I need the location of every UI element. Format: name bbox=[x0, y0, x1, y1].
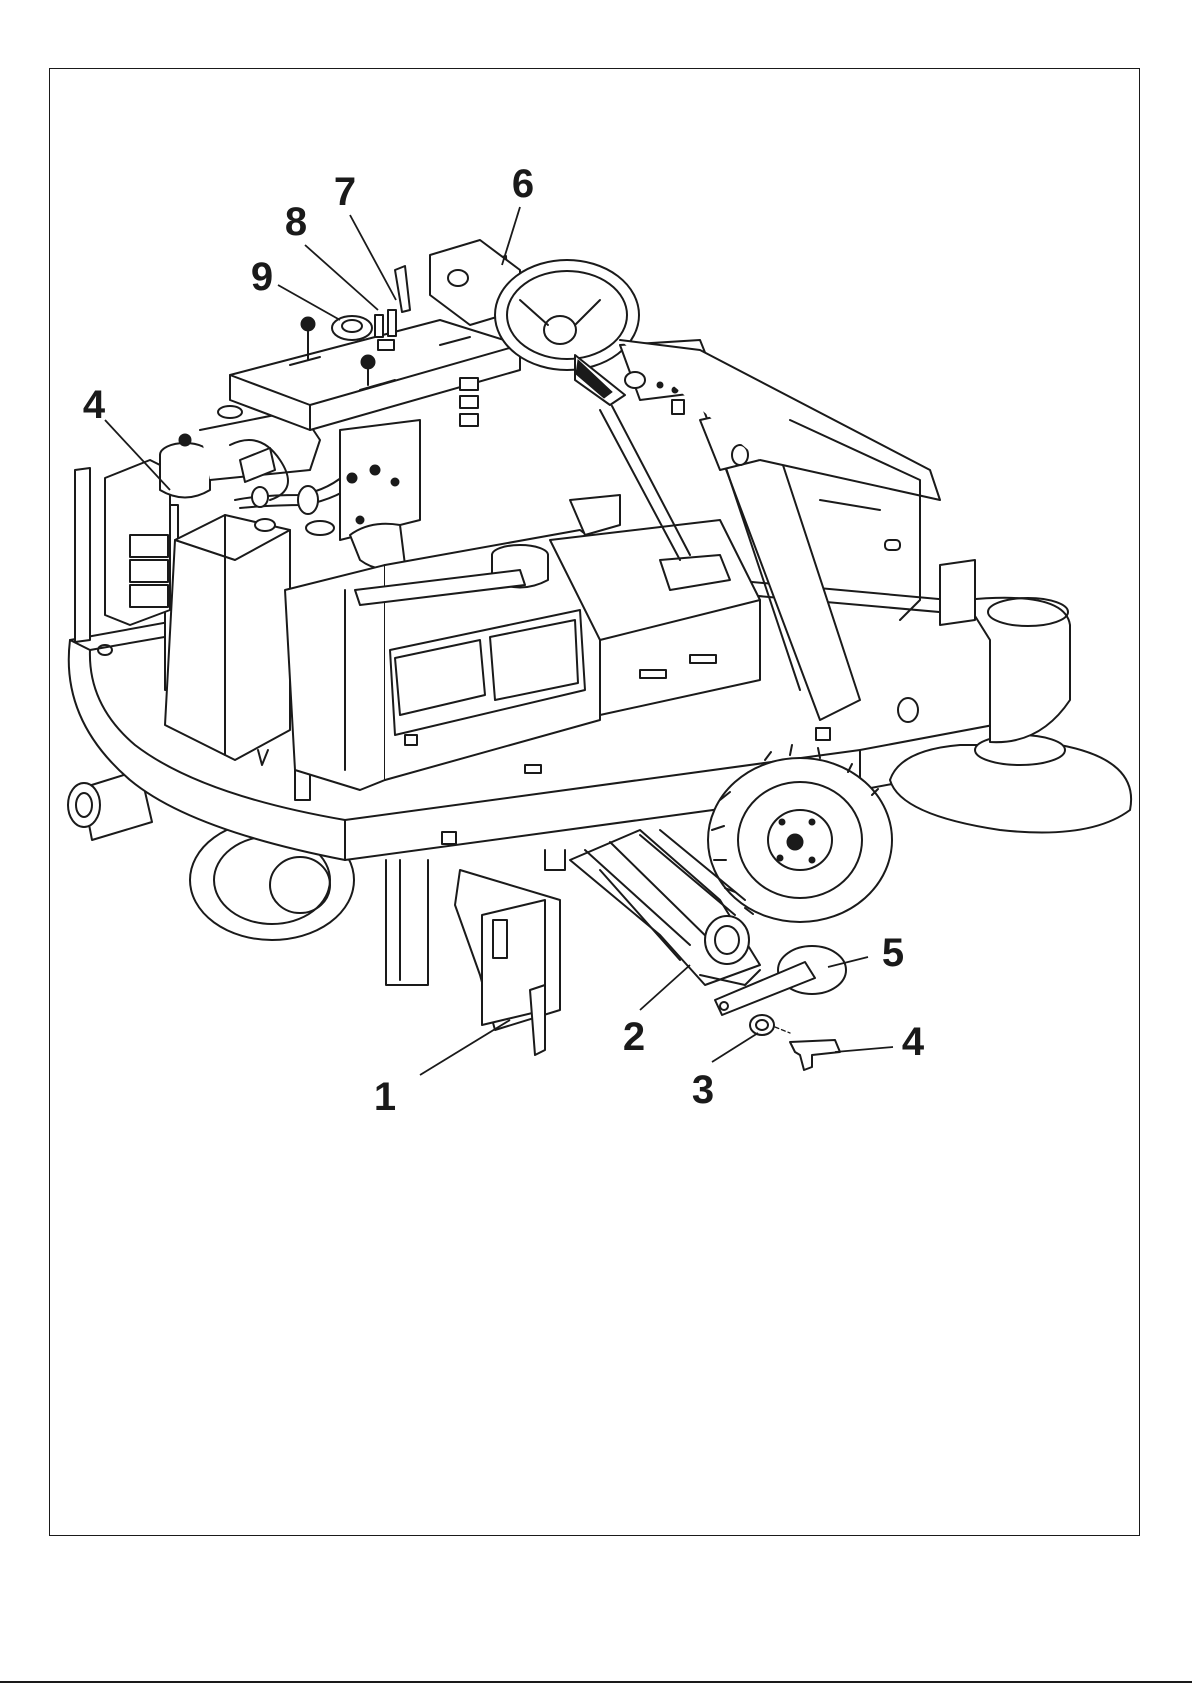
callout-5: 5 bbox=[882, 931, 904, 975]
bracket-plate bbox=[790, 1040, 840, 1070]
callout-1: 1 bbox=[374, 1075, 396, 1119]
radiator-box bbox=[285, 530, 600, 790]
callout-9: 9 bbox=[251, 255, 273, 299]
callout-8: 8 bbox=[285, 200, 307, 244]
bearing-hub bbox=[750, 1015, 790, 1035]
callout-7: 7 bbox=[334, 170, 356, 214]
callout-3: 3 bbox=[692, 1068, 714, 1112]
callout-4-bracket: 4 bbox=[902, 1020, 925, 1064]
callout-2: 2 bbox=[623, 1015, 645, 1059]
callout-4-engine: 4 bbox=[83, 383, 106, 427]
callout-6: 6 bbox=[512, 162, 534, 206]
hopper-flap bbox=[455, 870, 560, 1055]
